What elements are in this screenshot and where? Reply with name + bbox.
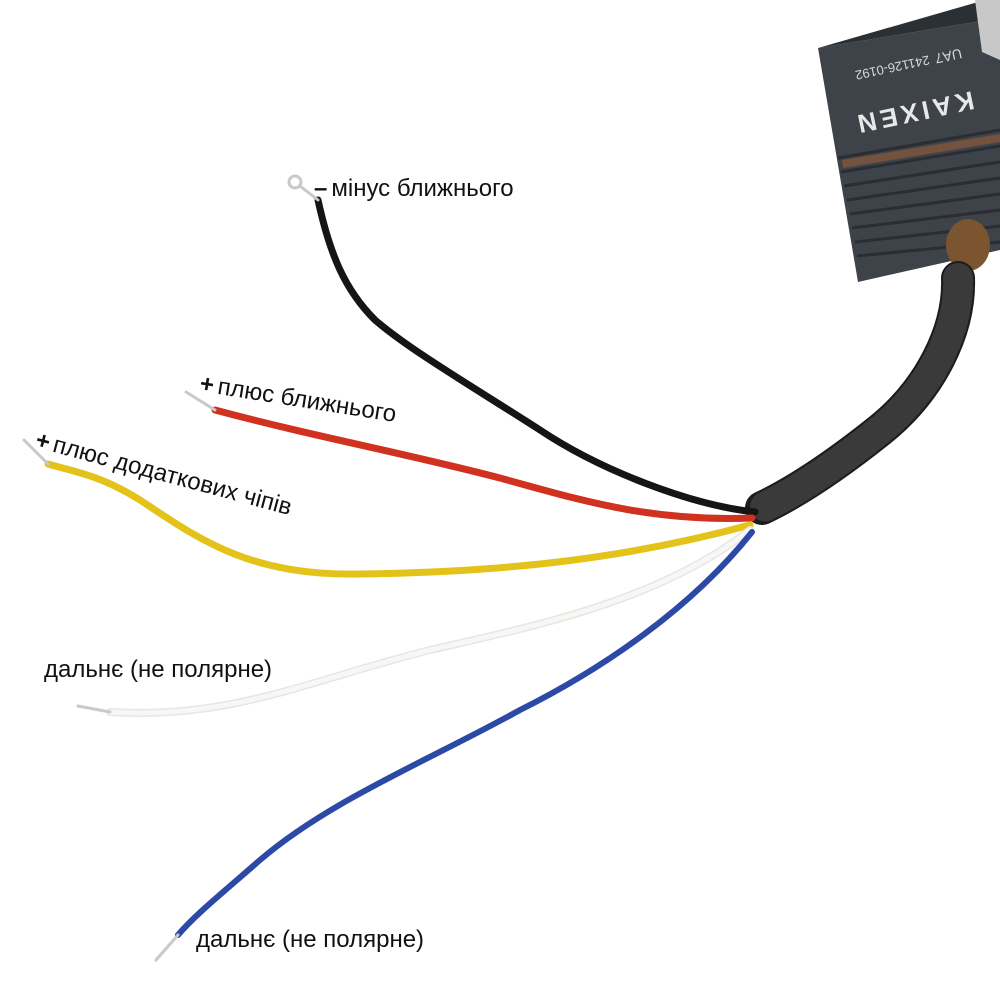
conductor-blue	[154, 933, 180, 962]
module-model-text: UA7	[933, 46, 963, 67]
conductor-black	[298, 184, 320, 202]
conductor-ends	[22, 174, 320, 962]
label-text: мінус ближнього	[331, 175, 514, 202]
conductor-red	[184, 390, 217, 412]
wire-white	[106, 526, 754, 717]
label-minus-low-beam: –мінус ближнього	[314, 177, 514, 201]
wire-blue	[175, 529, 755, 938]
module-top-face	[818, 0, 1000, 48]
wire-black	[314, 196, 759, 516]
label-text: дальнє (не полярне)	[196, 926, 425, 953]
ring-terminal	[287, 174, 303, 190]
control-module: KAIXEN UA7 241126-0192	[818, 0, 1000, 282]
module-bracket	[975, 0, 1000, 60]
plus-sign: +	[197, 370, 217, 400]
wire-red	[211, 406, 756, 522]
conductor-yellow	[22, 438, 50, 466]
braided-sleeve-texture	[747, 263, 974, 523]
label-high-beam-white: дальнє (не полярне)	[44, 658, 272, 682]
module-fins	[837, 128, 1000, 258]
conductor-white	[76, 704, 112, 714]
module-connector	[946, 219, 990, 271]
wire-yellow	[44, 460, 754, 578]
label-high-beam-blue: дальнє (не полярне)	[196, 928, 424, 952]
label-text: дальнє (не полярне)	[44, 656, 273, 683]
module-amber-strip	[842, 134, 1000, 168]
minus-sign: –	[314, 175, 328, 202]
wire-white-core	[107, 527, 753, 716]
